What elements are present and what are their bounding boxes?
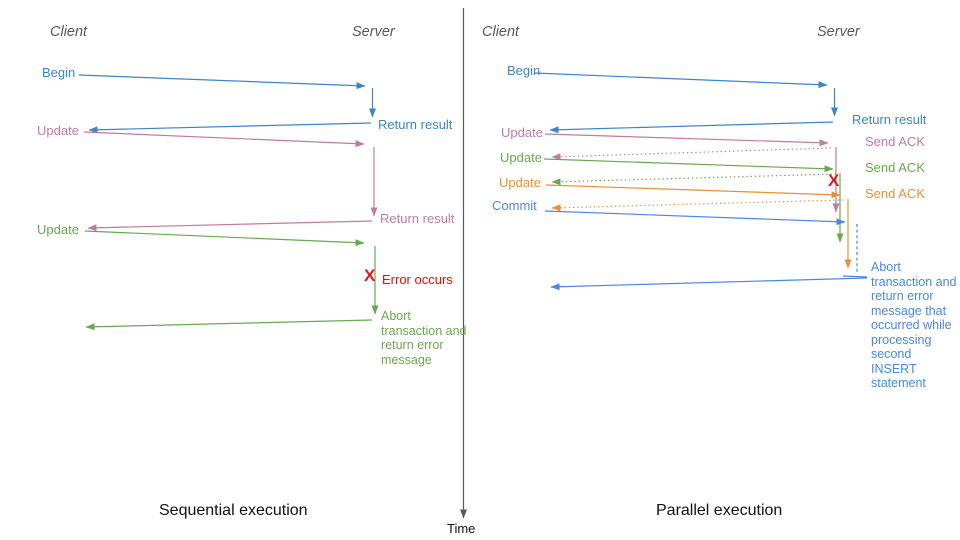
seq-return-result-line-1 [88, 122, 372, 134]
par-commit-request-line [544, 210, 846, 226]
seq-abort-return-line [85, 319, 373, 331]
par-update2-request-line [543, 158, 834, 173]
par-abort-return-line [550, 277, 868, 291]
par-abort-tick-line [842, 275, 868, 278]
right-client-header: Client [482, 24, 520, 40]
left-error-occurs-label: Error occurs [382, 272, 453, 287]
par-begin-request-line [533, 72, 828, 89]
right-update-label-1: Update [501, 125, 543, 140]
seq-update2-request-line [84, 230, 365, 247]
seq-return-result-line-2 [87, 220, 373, 232]
right-return-result-label: Return result [852, 112, 927, 127]
right-update-label-3: Update [499, 175, 541, 190]
right-send-ack-label-2: Send ACK [865, 160, 925, 175]
par-ack2-return-line [551, 173, 837, 186]
right-send-ack-label-1: Send ACK [865, 134, 925, 149]
left-client-header: Client [50, 24, 88, 40]
left-return-result-label-2: Return result [380, 211, 455, 226]
left-update-label-2: Update [37, 222, 79, 237]
right-commit-label: Commit [492, 198, 537, 213]
par-update3-request-line [545, 184, 841, 199]
left-abort-message: Abort transaction and return error messa… [381, 309, 467, 367]
right-send-ack-label-3: Send ACK [865, 186, 925, 201]
right-diagram-title: Parallel execution [656, 502, 783, 519]
seq-update1-request-line [83, 131, 365, 148]
time-axis-label: Time [447, 521, 476, 536]
left-return-result-label-1: Return result [378, 117, 453, 132]
right-abort-message: Abort transaction and return error messa… [871, 260, 957, 390]
par-update1-request-line [544, 133, 829, 147]
right-server-header: Server [817, 24, 860, 40]
par-ack1-return-line [551, 147, 832, 161]
left-diagram-title: Sequential execution [159, 502, 308, 519]
right-update-label-2: Update [500, 150, 542, 165]
right-begin-label: Begin [507, 63, 541, 78]
seq-begin-request-line [78, 74, 366, 90]
right-error-x-icon: X [828, 171, 840, 190]
left-update-label-1: Update [37, 123, 79, 138]
par-ack3-return-line [551, 199, 844, 212]
left-begin-label: Begin [42, 65, 76, 80]
left-server-header: Server [352, 24, 395, 40]
left-error-x-icon: X [364, 266, 376, 285]
par-return-result-line [549, 121, 834, 134]
